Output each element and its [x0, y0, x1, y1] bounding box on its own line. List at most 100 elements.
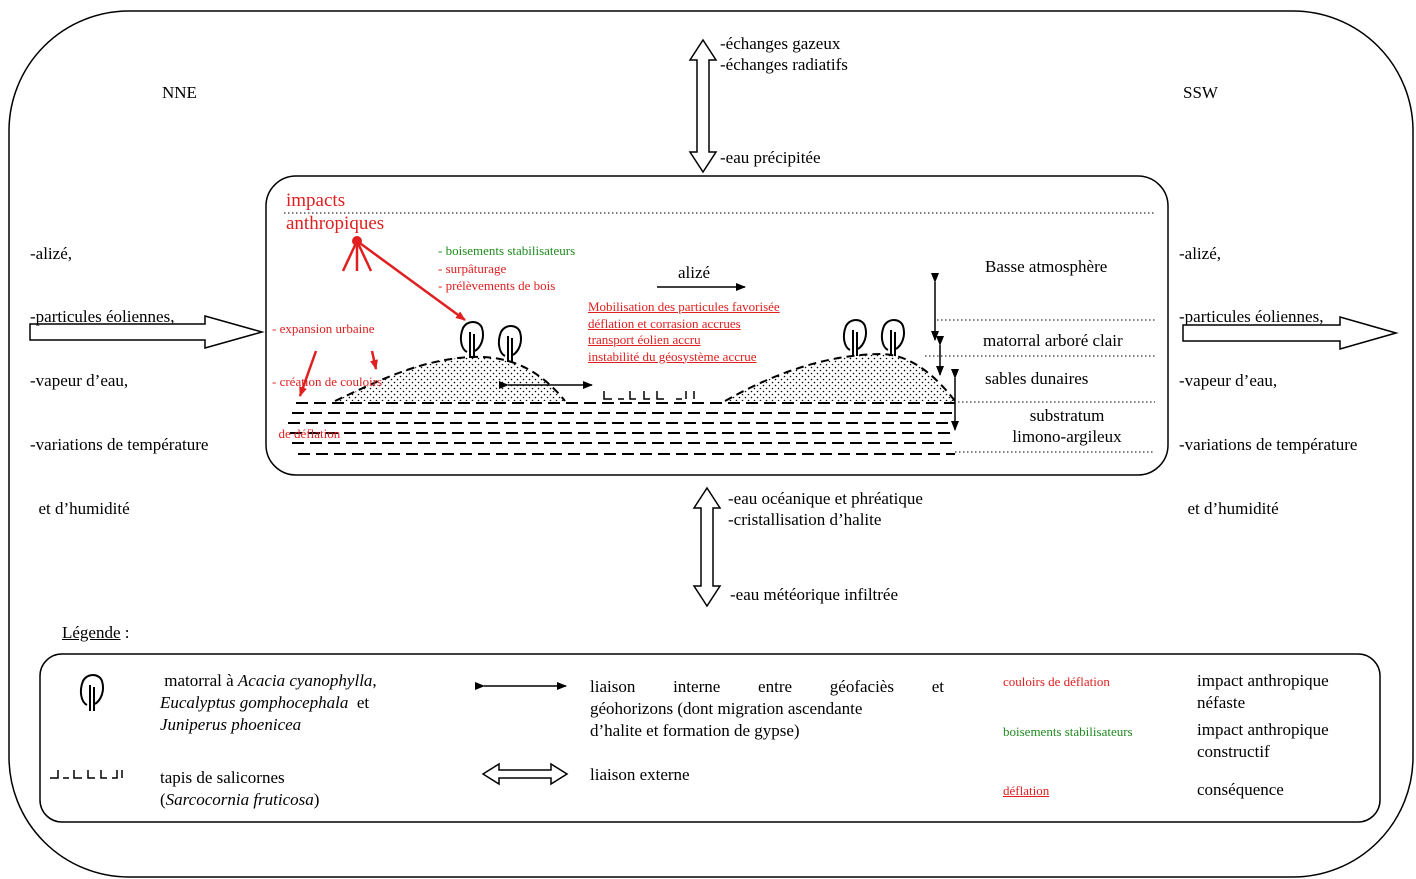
left-input-item: -particules éoliennes,	[30, 307, 175, 327]
legend-salicornes-icon	[50, 770, 123, 779]
species-acacia: Acacia cyanophylla	[237, 671, 373, 690]
legend-external-arrow	[481, 762, 569, 786]
top-exchanges: -échanges gazeux -échanges radiatifs	[720, 33, 848, 76]
legend-box	[39, 653, 1381, 823]
bottom-exchange-item: -cristallisation d’halite	[728, 510, 882, 530]
bottom-exchanges: -eau océanique et phréatique -cristallis…	[728, 488, 923, 531]
right-output-item: et d’humidité	[1179, 498, 1279, 518]
legend-title: Légende :	[62, 622, 130, 643]
legend-example-harmful: couloirs de déflation	[1003, 674, 1110, 689]
impacts-title-line: anthropiques	[286, 212, 385, 234]
tree-1	[459, 321, 485, 359]
right-outputs: -alizé, -particules éoliennes, -vapeur d…	[1179, 200, 1357, 540]
tree-3	[842, 319, 868, 357]
legend-harmful-line: impact anthropique	[1197, 671, 1329, 690]
left-input-item: et d’humidité	[30, 498, 130, 518]
legend-tree-icon	[79, 674, 105, 712]
precipitation-label: -eau précipitée	[720, 148, 821, 167]
infiltration-label: -eau météorique infiltrée	[730, 585, 899, 604]
impact-list-left: - expansion urbaine - création de couloi…	[272, 285, 382, 460]
legend-external-link: liaison externe	[590, 765, 690, 784]
layer-basse-atmosphere: Basse atmosphère	[985, 257, 1108, 276]
legend-and: et	[348, 693, 370, 713]
layer-substratum-line: substratum	[1029, 406, 1105, 425]
legend-harmful-line: néfaste	[1197, 693, 1246, 713]
outer-frame	[8, 10, 1414, 878]
direction-ssw: SSW	[1183, 83, 1218, 102]
right-output-item: -variations de température	[1179, 434, 1358, 454]
legend-internal-link: liaison interne entre géofaciès et géoho…	[590, 676, 944, 742]
layer-matorral: matorral arboré clair	[983, 331, 1123, 350]
bottom-exchange-item: -eau océanique et phréatique	[728, 489, 923, 508]
dune-left-outline	[334, 355, 566, 402]
substratum-dashes	[288, 402, 955, 455]
right-output-item: -vapeur d’eau,	[1179, 371, 1278, 390]
legend-matorral-line: matorral à Acacia cyanophylla,	[160, 670, 377, 692]
paren-close: )	[313, 790, 320, 810]
legend-internal-line: géohorizons (dont migration ascendante	[590, 699, 863, 719]
impact-red-item: - prélèvements de bois	[438, 278, 556, 294]
left-input-item: -variations de température	[30, 434, 209, 454]
impact-left-item: - expansion urbaine	[272, 321, 375, 337]
layer-sables: sables dunaires	[985, 369, 1089, 388]
impact-green-item: - boisements stabilisateurs	[438, 243, 576, 258]
direction-nne: NNE	[162, 83, 197, 102]
right-output-arrow	[1182, 316, 1399, 350]
legend-salicorne-label: tapis de salicornes	[160, 768, 285, 787]
legend-consequence-label: conséquence	[1197, 780, 1284, 799]
salicornes-mark	[603, 391, 695, 400]
species-sarcocornia: Sarcocornia fruticosa	[165, 790, 314, 810]
dune-right	[725, 354, 955, 401]
legend-matorral-prefix: matorral à	[164, 671, 238, 690]
top-exchange-radiative: -échanges radiatifs	[720, 55, 848, 75]
bottom-double-arrow	[692, 486, 722, 608]
paren-open: (	[160, 790, 166, 810]
impact-left-item: - création de couloirs	[272, 373, 383, 389]
impacts-title: impacts anthropiques	[286, 190, 384, 236]
right-output-item: -particules éoliennes,	[1179, 307, 1324, 327]
tree-2	[497, 325, 523, 363]
consequence-item: Mobilisation des particules favorisée	[588, 299, 780, 314]
dune-left	[335, 356, 565, 401]
legend-constructive-label: impact anthropique constructif	[1197, 719, 1329, 763]
legend-matorral: matorral à Acacia cyanophylla, Eucalyptu…	[160, 670, 377, 736]
left-inputs: -alizé, -particules éoliennes, -vapeur d…	[30, 200, 208, 540]
layer-substratum: substratum limono-argileux	[1003, 405, 1131, 448]
left-input-item: -vapeur d’eau,	[30, 371, 129, 390]
legend-matorral-line: Juniperus phoenicea	[160, 714, 377, 736]
legend-example-constructive: boisements stabilisateurs	[1003, 724, 1133, 739]
top-double-arrow	[688, 38, 718, 174]
legend-internal-line: liaison interne entre géofaciès et	[590, 677, 944, 696]
wind-label: alizé	[678, 263, 711, 282]
legend-salicornes: tapis de salicornes (Sarcocornia frutico…	[160, 767, 319, 811]
horizon-lines	[284, 212, 1155, 453]
impact-list-center: - boisements stabilisateurs - surpâturag…	[438, 242, 575, 295]
layer-substratum-line: limono-argileux	[1012, 427, 1122, 447]
system-box	[265, 175, 1169, 476]
legend-salicorne-line: (Sarcocornia fruticosa)	[160, 789, 319, 811]
impact-left-item: de déflation	[272, 426, 341, 442]
consequence-item: instabilité du géosystème accrue	[588, 348, 757, 364]
impacts-title-line: impacts	[286, 190, 346, 211]
impact-red-item: - surpâturage	[438, 260, 507, 276]
left-input-arrow	[29, 315, 265, 349]
species-eucalyptus: Eucalyptus gomphocephala	[160, 693, 349, 713]
consequence-item: transport éolien accru	[588, 332, 701, 347]
right-output-item: -alizé,	[1179, 243, 1221, 263]
top-exchange-gas: -échanges gazeux	[720, 34, 841, 53]
legend-internal-line: d’halite et formation de gypse)	[590, 721, 800, 741]
legend-title-text: Légende	[62, 623, 121, 642]
species-juniperus: Juniperus phoenicea	[160, 715, 302, 735]
dune-right-outline	[724, 352, 956, 402]
impact-node	[298, 239, 466, 397]
legend-comma: ,	[372, 671, 377, 690]
tree-4	[880, 319, 906, 357]
left-input-item: -alizé,	[30, 243, 72, 263]
legend-matorral-line: Eucalyptus gomphocephala et	[160, 692, 377, 714]
impact-node-dot	[352, 236, 362, 246]
legend-harmful-label: impact anthropique néfaste	[1197, 670, 1329, 714]
legend-constructive-line: impact anthropique	[1197, 720, 1329, 739]
legend-example-consequence: déflation	[1003, 783, 1050, 798]
consequence-list: Mobilisation des particules favorisée dé…	[588, 299, 780, 365]
